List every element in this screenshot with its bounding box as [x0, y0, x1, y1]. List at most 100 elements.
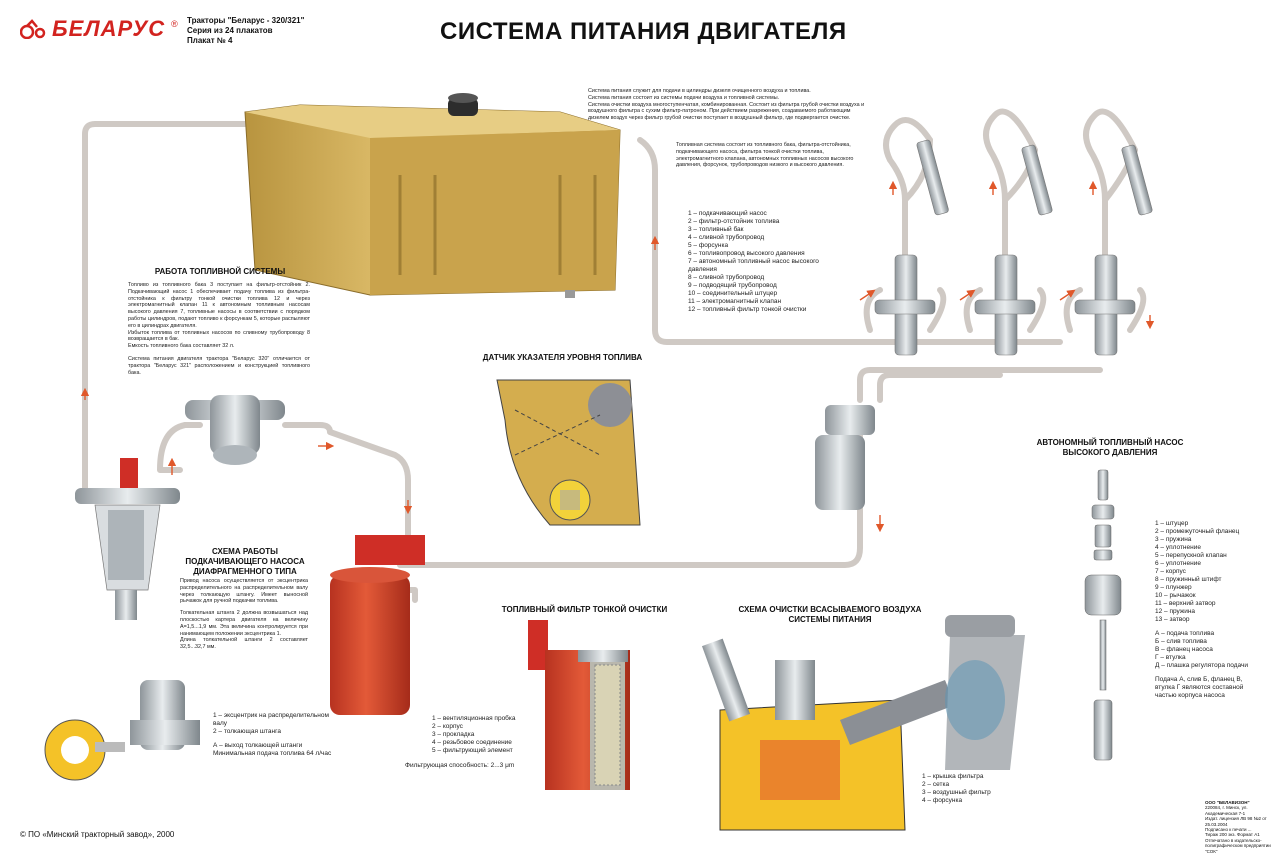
pump-scheme-title-line: СХЕМА РАБОТЫ	[212, 547, 278, 556]
work-title: РАБОТА ТОПЛИВНОЙ СИСТЕМЫ	[154, 267, 286, 276]
publisher-line: Подписано к печати ...	[1205, 827, 1252, 833]
brand-name: БЕЛАРУС	[52, 16, 166, 41]
publisher-line: Тираж 200 экз. Формат А1	[1205, 832, 1260, 838]
pump-scheme-paragraph: Толкательная штанга 2 должна возвышаться…	[180, 610, 308, 637]
pump-scheme-title: СХЕМА РАБОТЫ ПОДКАЧИВАЮЩЕГО НАСОСА ДИАФР…	[170, 547, 320, 577]
legend-item: 6 – уплотнение	[1155, 560, 1201, 567]
pump-scheme-title-line: ДИАФРАГМЕННОГО ТИПА	[193, 567, 297, 576]
poster-title: СИСТЕМА ПИТАНИЯ ДВИГАТЕЛЯ	[440, 18, 847, 45]
air-scheme-legend: 1 – крышка фильтра 2 – сетка 3 – воздушн…	[922, 773, 1012, 805]
legend-item: 3 – пружина	[1155, 536, 1192, 543]
legend-item: 8 – сливной трубопровод	[688, 274, 765, 281]
hp-pump-exploded-drawing	[1084, 469, 1122, 761]
hp-pump-title: АВТОНОМНЫЙ ТОПЛИВНЫЙ НАСОС ВЫСОКОГО ДАВЛ…	[1030, 438, 1190, 458]
legend-item: 1 – эксцентрик на распределительном валу	[213, 712, 329, 727]
legend-item: 4 – форсунка	[922, 797, 963, 804]
legend-item: 4 – сливной трубопровод	[688, 234, 765, 241]
legend-item: 2 – сетка	[922, 781, 950, 788]
lift-pump-scheme-drawing	[44, 680, 200, 781]
legend-item: 11 – электромагнитный клапан	[688, 298, 782, 305]
legend-item: А – подача топлива	[1155, 630, 1215, 637]
registered-mark: ®	[171, 19, 178, 29]
series-line: Серия из 24 плакатов	[187, 26, 273, 35]
brand-logo: БЕЛАРУС ®	[20, 16, 178, 42]
fuel-tank-drawing	[244, 93, 621, 298]
series-info: Тракторы "Беларус - 320/321" Серия из 24…	[187, 16, 304, 46]
legend-item: 4 – уплотнение	[1155, 544, 1201, 551]
intro-paragraph: Система очистки воздуха многоступенчатая…	[588, 101, 865, 122]
work-paragraph: Система питания двигателя трактора "Бела…	[128, 355, 310, 376]
sensor-title: ДАТЧИК УКАЗАТЕЛЯ УРОВНЯ ТОПЛИВА	[482, 353, 643, 362]
legend-item: 5 – форсунка	[688, 242, 729, 249]
legend-item: 7 – автономный топливный насос высокого …	[688, 258, 819, 273]
legend-item: 5 – фильтрующий элемент	[432, 747, 513, 754]
filter-capacity: Фильтрующая способность: 2...3 μm	[405, 762, 515, 769]
pump-scheme-paragraph: Привод насоса осуществляется от эксцентр…	[180, 578, 308, 605]
tractor-icon	[20, 19, 46, 39]
pump-scheme-paragraph: Длина толкательной штанги 2 составляет 3…	[180, 637, 308, 651]
series-line: Плакат № 4	[187, 36, 233, 45]
air-scheme-title: СХЕМА ОЧИСТКИ ВСАСЫВАЕМОГО ВОЗДУХА СИСТЕ…	[720, 605, 940, 625]
settling-filter-drawing	[75, 458, 180, 620]
hp-pump-legend: 1 – штуцер 2 – промежуточный фланец 3 – …	[1155, 520, 1265, 700]
publisher-info: ООО "БЕЛАВИЗОН" 220084, г. Минск, ул. Ак…	[1205, 800, 1275, 854]
legend-item: 9 – плунжер	[1155, 584, 1192, 591]
legend-item: 1 – крышка фильтра	[922, 773, 984, 780]
air-scheme-title-line: СИСТЕМЫ ПИТАНИЯ	[788, 615, 872, 624]
solenoid-valve-drawing	[815, 405, 875, 510]
series-line: Тракторы "Беларус - 320/321"	[187, 16, 305, 25]
main-legend: 1 – подкачивающий насос 2 – фильтр-отсто…	[688, 210, 838, 314]
hp-pump-title-line: ВЫСОКОГО ДАВЛЕНИЯ	[1062, 448, 1158, 457]
work-paragraph: Избыток топлива от топливных насосов по …	[128, 329, 310, 343]
legend-item: 10 – рычажок	[1155, 592, 1196, 599]
fine-filter-title: ТОПЛИВНЫЙ ФИЛЬТР ТОНКОЙ ОЧИСТКИ	[501, 605, 668, 614]
intro-paragraph: Система питания состоит из системы подач…	[588, 94, 780, 101]
legend-item: 2 – корпус	[432, 723, 463, 730]
copyright-footer: © ПО «Минский тракторный завод», 2000	[20, 830, 175, 839]
legend-item: 1 – штуцер	[1155, 520, 1189, 527]
air-scheme-title-line: СХЕМА ОЧИСТКИ ВСАСЫВАЕМОГО ВОЗДУХА	[738, 605, 922, 614]
legend-item: Г – втулка	[1155, 654, 1186, 661]
legend-item: 5 – перепускной клапан	[1155, 552, 1227, 559]
fuel-level-sensor-drawing	[496, 379, 641, 526]
hp-pumps-drawing	[874, 254, 1136, 356]
injectors-drawing	[916, 139, 1153, 216]
publisher-line: 220084, г. Минск, ул. Академическая 7-1	[1205, 805, 1248, 816]
fine-filter-section-drawing	[528, 620, 630, 790]
pump-scheme-legend: 1 – эксцентрик на распределительном валу…	[213, 712, 343, 758]
publisher-line: ООО "БЕЛАВИЗОН"	[1205, 800, 1250, 805]
intro-paragraph: Система питания служит для подачи в цили…	[588, 88, 811, 94]
legend-item: 7 – корпус	[1155, 568, 1186, 575]
fuel-system-text: Топливная система состоит из топливного …	[676, 142, 854, 169]
publisher-line: Отпечатано в издательско-полиграфическом…	[1205, 837, 1271, 854]
legend-item: 3 – прокладка	[432, 731, 475, 738]
legend-item: 12 – топливный фильтр тонкой очистки	[688, 306, 807, 313]
legend-item: Б – слив топлива	[1155, 638, 1207, 645]
legend-item: 6 – топливопровод высокого давления	[688, 250, 805, 257]
legend-item: А – выход толкающей штанги	[213, 742, 303, 749]
legend-item: 12 – пружина	[1155, 608, 1196, 615]
lift-pump-drawing	[185, 395, 285, 465]
hp-pump-note: Подача А, слив Б, фланец В, втулка Г явл…	[1155, 676, 1244, 699]
legend-item: 1 – подкачивающий насос	[688, 210, 767, 217]
legend-item: 2 – толкающая штанга	[213, 728, 281, 735]
publisher-line: Издат. лицензия ЛВ 98 №2 от 25.03.2004	[1205, 816, 1267, 827]
legend-item: 3 – топливный бак	[688, 226, 744, 233]
legend-item: 2 – промежуточный фланец	[1155, 528, 1240, 535]
work-paragraph: Емкость топливного бака составляет 32 л.	[128, 343, 235, 350]
legend-item: 9 – подводящий трубопровод	[688, 282, 777, 289]
intro-text: Система питания служит для подачи в цили…	[588, 88, 873, 122]
work-paragraph: Топливо из топливного бака 3 поступает н…	[128, 282, 310, 329]
legend-item: В – фланец насоса	[1155, 646, 1213, 653]
hp-pump-title-line: АВТОНОМНЫЙ ТОПЛИВНЫЙ НАСОС	[1036, 438, 1184, 447]
work-text: Топливо из топливного бака 3 поступает н…	[128, 282, 310, 376]
legend-item: 10 – соединительный штуцер	[688, 290, 778, 297]
legend-item: 13 – затвор	[1155, 616, 1190, 623]
legend-item: 2 – фильтр-отстойник топлива	[688, 218, 780, 225]
legend-item: Д – плашка регулятора подачи	[1155, 662, 1249, 669]
legend-item: 3 – воздушный фильтр	[922, 789, 991, 796]
air-scheme-drawing	[701, 615, 1025, 831]
legend-item: Минимальная подача топлива 64 л/час	[213, 750, 332, 757]
legend-item: 4 – резьбовое соединение	[432, 739, 512, 746]
